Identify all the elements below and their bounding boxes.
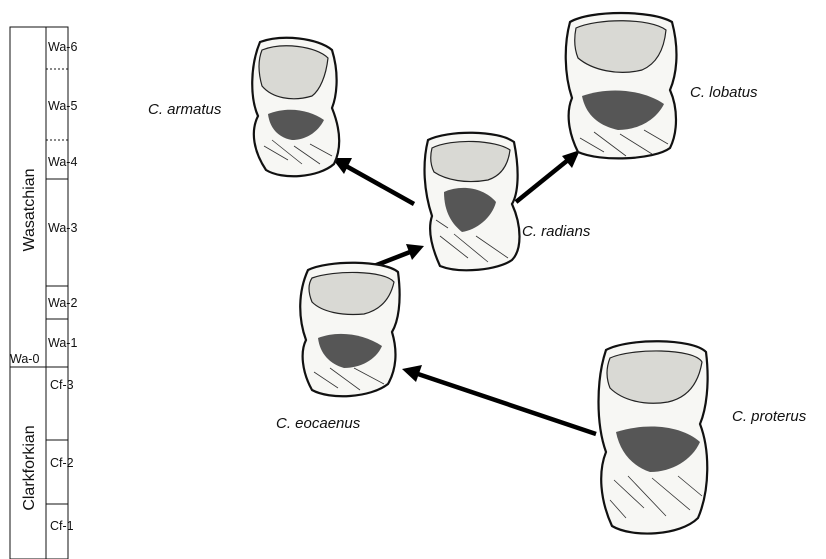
zone-label-cf2: Cf-2 xyxy=(50,456,74,470)
zone-label-wa6: Wa-6 xyxy=(48,40,77,54)
arrow-proterus-to-eocaenus xyxy=(402,365,596,434)
species-label-lobatus: C. lobatus xyxy=(690,84,758,101)
zone-label-wa5: Wa-5 xyxy=(48,99,77,113)
species-label-radians: C. radians xyxy=(522,223,591,240)
tooth-proterus-illustration xyxy=(599,341,708,533)
species-label-proterus: C. proterus xyxy=(732,408,807,425)
arrow-radians-to-lobatus xyxy=(516,150,580,202)
tooth-eocaenus-illustration xyxy=(300,263,399,397)
tooth-armatus-illustration xyxy=(252,38,339,176)
tooth-lobatus-illustration xyxy=(566,13,677,158)
timescale-column: Wa-6 Wa-5 Wa-4 Wa-3 Wa-2 Wa-1 Wa-0 Cf-3 … xyxy=(10,27,77,559)
zone-label-wa3: Wa-3 xyxy=(48,221,77,235)
zone-label-wa1: Wa-1 xyxy=(48,336,77,350)
era-label-clarkforkian: Clarkforkian xyxy=(21,425,38,510)
zone-label-cf3: Cf-3 xyxy=(50,378,74,392)
era-label-wasatchian: Wasatchian xyxy=(21,169,38,252)
arrow-radians-to-armatus xyxy=(332,158,414,204)
arrow-eocaenus-to-radians xyxy=(374,244,424,266)
zone-label-wa2: Wa-2 xyxy=(48,296,77,310)
species-label-eocaenus: C. eocaenus xyxy=(276,415,361,432)
tooth-radians-illustration xyxy=(425,133,520,271)
zone-label-wa4: Wa-4 xyxy=(48,155,77,169)
zone-label-wa0: Wa-0 xyxy=(10,352,39,366)
species-label-armatus: C. armatus xyxy=(148,101,222,118)
zone-label-cf1: Cf-1 xyxy=(50,519,74,533)
